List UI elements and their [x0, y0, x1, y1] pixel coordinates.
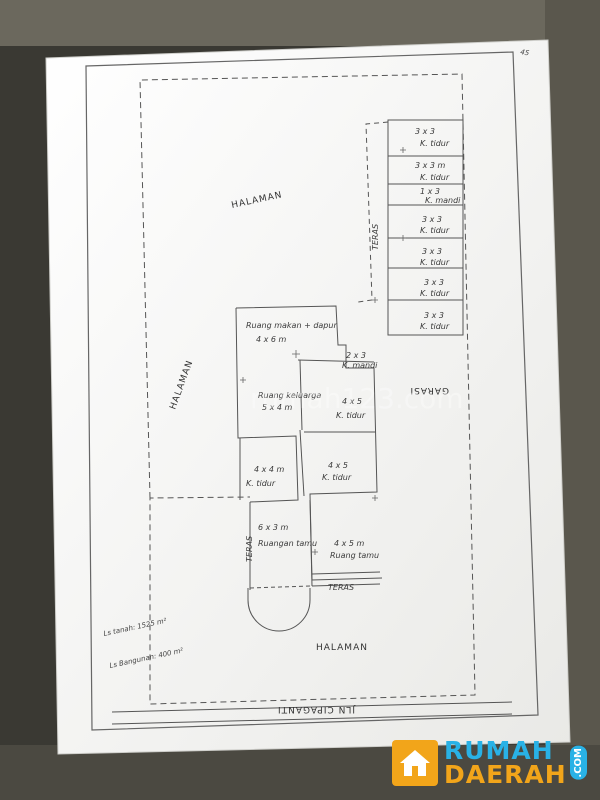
- bedroom-a-name: K. tidur: [336, 411, 366, 420]
- room-r5-size: 3 x 3: [422, 247, 442, 256]
- dining-kitchen-name: Ruang makan + dapur: [246, 321, 337, 330]
- bedroom-c-size: 4 x 5: [328, 461, 348, 470]
- page-number: 45: [520, 48, 531, 58]
- front-terrace-label: TERAS: [328, 583, 354, 592]
- living-room-name: Ruang tamu: [330, 551, 379, 560]
- room-r7-name: K. tidur: [420, 322, 450, 331]
- dining-kitchen-size: 4 x 6 m: [256, 335, 287, 344]
- room-r3-size: 1 x 3: [420, 187, 440, 196]
- room-r2-name: K. tidur: [420, 173, 450, 182]
- room-r1-size: 3 x 3: [415, 127, 435, 136]
- street-line-bottom: [111, 713, 513, 725]
- watermark-text: rumah123.com: [250, 382, 464, 415]
- brand-word-daerah: DAERAH: [444, 760, 567, 789]
- room-r6-name: K. tidur: [420, 289, 450, 298]
- street-line-top: [111, 701, 513, 713]
- room-r2-size: 3 x 3 m: [415, 161, 446, 170]
- living-room-size: 4 x 5 m: [334, 539, 365, 548]
- room-r5-name: K. tidur: [420, 258, 450, 267]
- main-house: [235, 305, 383, 590]
- brand-logo: RUMAH DAERAH .COM: [392, 734, 590, 792]
- brand-word-rumah: RUMAH: [444, 736, 554, 765]
- bathroom-name: K. mandi: [342, 361, 378, 370]
- house-icon: [392, 740, 438, 786]
- room-r1-name: K. tidur: [420, 139, 450, 148]
- guest-room-bay: [247, 588, 311, 632]
- room-r4-size: 3 x 3: [422, 215, 442, 224]
- side-terrace-outline: [357, 121, 389, 303]
- bedroom-b-size: 4 x 4 m: [254, 465, 285, 474]
- bedroom-b-name: K. tidur: [246, 479, 276, 488]
- front-left-terrace-label: TERAS: [245, 536, 254, 562]
- side-terrace-label: TERAS: [371, 224, 380, 250]
- family-room-size: 5 x 4 m: [262, 403, 293, 412]
- guest-room-size: 6 x 3 m: [258, 523, 289, 532]
- family-room-name: Ruang keluarga: [258, 391, 321, 400]
- guest-room-name: Ruangan tamu: [258, 539, 317, 548]
- room-r7-size: 3 x 3: [424, 311, 444, 320]
- room-r3-name: K. mandi: [425, 196, 461, 205]
- room-r4-name: K. tidur: [420, 226, 450, 235]
- bedroom-c-name: K. tidur: [322, 473, 352, 482]
- plot-boundary: [85, 51, 539, 731]
- yard-label-bottom: HALAMAN: [316, 643, 368, 653]
- room-r6-size: 3 x 3: [424, 278, 444, 287]
- garage-label: GARASI: [409, 385, 449, 395]
- bathroom-size: 2 x 3: [346, 351, 366, 360]
- paper-sheet: [45, 39, 571, 755]
- street-label: JLN CIPAGANTI: [277, 704, 356, 714]
- brand-tld-badge: .COM: [569, 746, 587, 780]
- bedroom-a-size: 4 x 5: [342, 397, 362, 406]
- yard-boundary-dashed: [139, 73, 476, 705]
- door-markers: [240, 147, 406, 555]
